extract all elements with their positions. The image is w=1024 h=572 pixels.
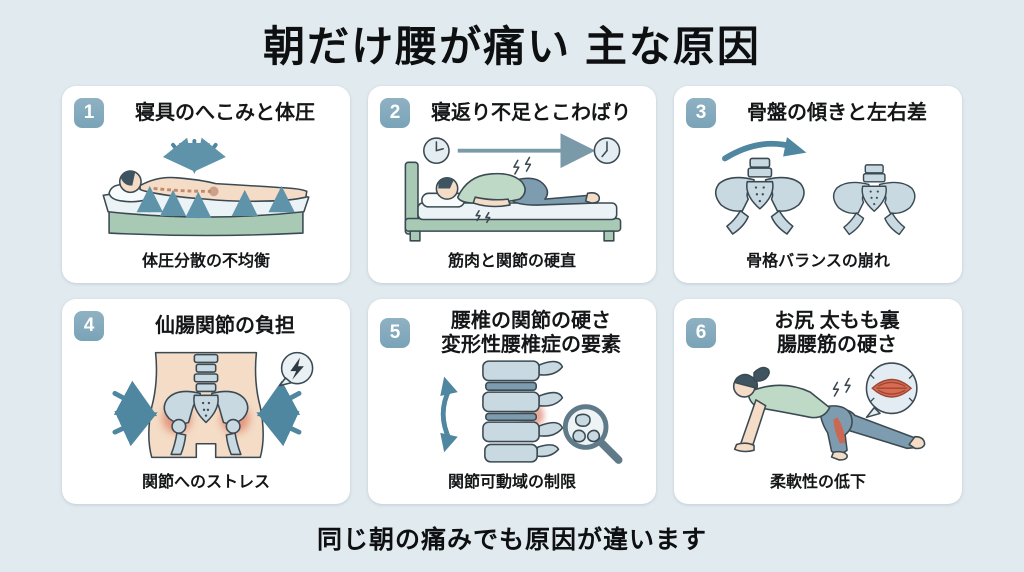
tension-ticks: [869, 374, 914, 403]
title-bar: 朝だけ腰が痛い 主な原因: [0, 0, 1024, 86]
cause-card-4: 4 仙腸関節の負担: [62, 299, 350, 504]
vertebra-1: [482, 360, 564, 382]
sacrum-dots: [754, 186, 765, 203]
disc-1: [485, 381, 538, 391]
support-up-arrows: [136, 185, 295, 219]
sleeper-arm: [472, 196, 511, 208]
card-2-header: 2 寝返り不足とこわばり: [380, 96, 644, 130]
card-5-header: 5 腰椎の関節の硬さ 変形性腰椎症の要素: [380, 309, 644, 357]
pelvis-left: [714, 157, 805, 235]
card-4-illustration: [74, 343, 338, 466]
number-badge-3: 3: [686, 98, 716, 128]
footer-message: 同じ朝の痛みでも原因が違います: [316, 526, 707, 554]
lumbar-spine: [193, 353, 219, 392]
card-3-header: 3 骨盤の傾きと左右差: [686, 96, 950, 130]
pain-bolt-bubble-icon: [278, 351, 314, 386]
hand: [733, 442, 755, 453]
mattress-pressure-illustration: [102, 137, 310, 237]
tight-thigh-muscle: [833, 417, 846, 444]
card-6-header: 6 お尻 太もも裏 腸腰筋の硬さ: [686, 309, 950, 357]
card-4-caption: 関節へのストレス: [141, 474, 270, 491]
bed-leg-left: [409, 230, 421, 242]
page-title: 朝だけ腰が痛い 主な原因: [263, 22, 761, 70]
card-6-illustration: [686, 357, 950, 466]
pressure-down-arrows: [162, 137, 226, 174]
vertebra-2: [482, 391, 564, 413]
tension-bolts: [832, 377, 851, 397]
number-badge-2: 2: [380, 98, 410, 128]
sleeper-feet: [584, 192, 601, 204]
card-5-illustration: [380, 357, 644, 466]
sacroiliac-pain-illustration: [112, 351, 314, 458]
card-1-title: 寝具のへこみと体圧: [135, 102, 315, 124]
range-of-motion-arrow: [440, 376, 458, 453]
card-6-caption: 柔軟性の低下: [769, 474, 866, 491]
number-badge-4: 4: [74, 311, 104, 341]
number-badge-6: 6: [686, 318, 716, 348]
stiffness-bolts: [475, 156, 532, 224]
front-foot: [830, 450, 848, 461]
stretch-pose-illustration: [732, 362, 926, 461]
footer-bar: 同じ朝の痛みでも原因が違います: [0, 504, 1024, 572]
sleeper-torso: [456, 172, 526, 205]
magnifier-icon: [562, 404, 623, 464]
cause-card-1: 1 寝具のへこみと体圧: [62, 86, 350, 283]
vertebra-3: [482, 421, 564, 443]
sleeper-hair: [438, 177, 454, 189]
cause-card-5: 5 腰椎の関節の硬さ 変形性腰椎症の要素: [368, 299, 656, 504]
cause-card-3: 3 骨盤の傾きと左右差: [674, 86, 962, 283]
hair: [733, 373, 759, 390]
card-1-header: 1 寝具のへこみと体圧: [74, 96, 338, 130]
bed-leg-right: [603, 230, 615, 242]
card-5-caption: 関節可動域の制限: [447, 474, 576, 491]
tight-muscle-bubble-icon: [865, 362, 918, 419]
card-1-caption: 体圧分散の不均衡: [141, 253, 270, 270]
pelvis-right: [832, 164, 916, 236]
number-badge-1: 1: [74, 98, 104, 128]
hip-joint-dot: [208, 186, 219, 197]
clock-icon-left: [423, 137, 450, 165]
ponytail: [753, 366, 770, 382]
joint-cross-section: [572, 413, 601, 443]
card-3-title: 骨盤の傾きと左右差: [747, 102, 927, 124]
clock-icon-right: [593, 137, 621, 165]
sacrum-dots: [869, 190, 879, 206]
card-2-illustration: [380, 130, 644, 245]
pelvis-front: [163, 390, 249, 455]
vertebra-4-partial: [484, 443, 560, 463]
card-2-title: 寝返り不足とこわばり: [431, 102, 631, 124]
card-2-caption: 筋肉と関節の硬直: [447, 253, 576, 270]
back-foot: [908, 435, 926, 450]
cause-card-6: 6 お尻 太もも裏 腸腰筋の硬さ: [674, 299, 962, 504]
sleeper-hair: [120, 170, 136, 186]
card-5-title: 腰椎の関節の硬さ 変形性腰椎症の要素: [441, 310, 621, 356]
card-4-title: 仙腸関節の負担: [155, 315, 295, 337]
lumbar-stiffness-illustration: [440, 360, 623, 464]
card-3-caption: 骨格バランスの崩れ: [746, 253, 890, 270]
tilt-arrow: [722, 137, 807, 162]
arm: [739, 399, 767, 449]
cause-card-grid: 1 寝具のへこみと体圧: [0, 86, 1024, 504]
cause-card-2: 2 寝返り不足とこわばり: [368, 86, 656, 283]
card-6-title: お尻 太もも裏 腸腰筋の硬さ: [774, 310, 900, 356]
sleeping-clocks-illustration: [404, 133, 622, 242]
stress-arrows: [112, 380, 302, 446]
bed-rail: [404, 217, 622, 232]
card-3-illustration: [686, 130, 950, 245]
number-badge-5: 5: [380, 318, 410, 348]
card-1-illustration: [74, 130, 338, 245]
disc-2-degenerated: [485, 412, 538, 421]
pelvis-tilt-illustration: [714, 137, 916, 236]
card-4-header: 4 仙腸関節の負担: [74, 309, 338, 343]
